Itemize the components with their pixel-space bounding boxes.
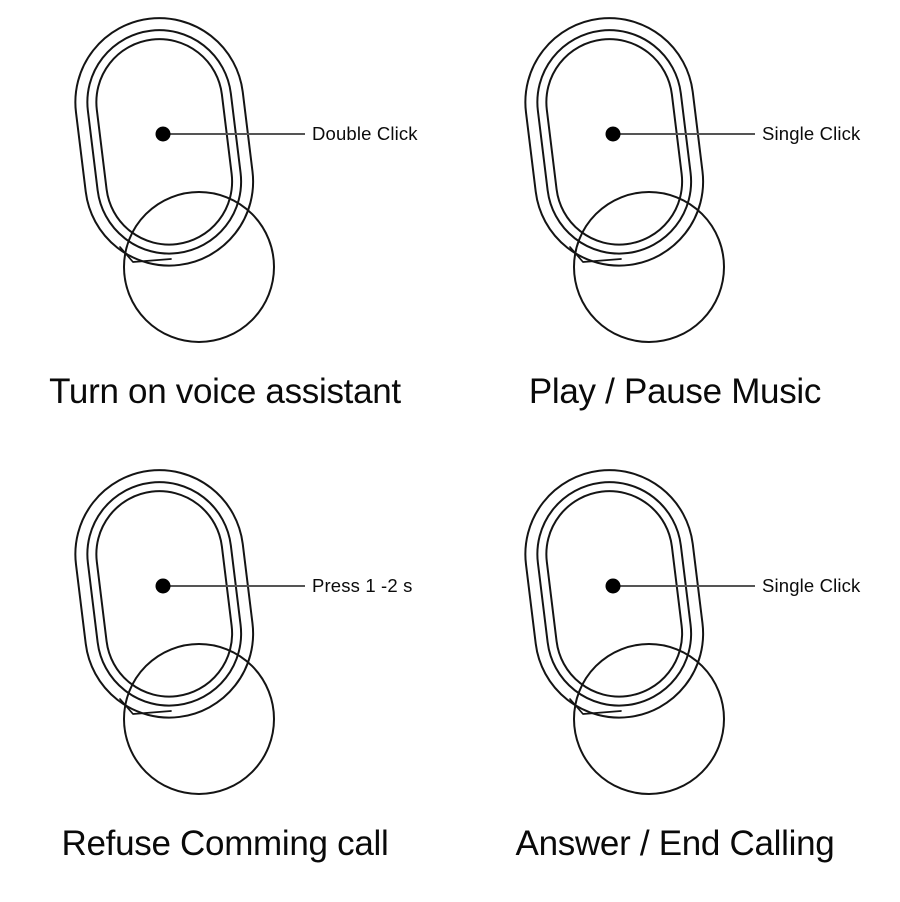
earbud-line-art-icon (74, 17, 305, 343)
earbud-line-art-icon (524, 469, 755, 795)
control-panel-voice-assistant: Double Click Turn on voice assistant (0, 0, 450, 450)
callout-label-refuse-call: Press 1 -2 s (312, 575, 413, 596)
earbud-inner-touch-surface-outline (545, 38, 684, 246)
earbud-nozzle-seam (569, 246, 622, 263)
earbud-line-art-icon (524, 17, 755, 343)
callout-label-answer-end-call: Single Click (762, 575, 861, 596)
earbud-line-art-icon (74, 469, 305, 795)
earbud-nozzle-seam (119, 698, 172, 715)
control-panel-answer-end-call: Single Click Answer / End Calling (450, 452, 900, 902)
caption-answer-end-call: Answer / End Calling (515, 824, 835, 863)
touch-point-dot-icon[interactable] (155, 578, 171, 594)
earbud-mid-shell-outline (86, 481, 243, 707)
earbud-mid-shell-outline (536, 481, 693, 707)
caption-refuse-call: Refuse Comming call (61, 824, 389, 863)
earbud-outer-shell-outline (524, 17, 705, 267)
caption-play-pause: Play / Pause Music (528, 372, 822, 411)
earbud-inner-touch-surface-outline (545, 490, 684, 698)
control-panel-refuse-call: Press 1 -2 s Refuse Comming call (0, 452, 450, 902)
control-panel-play-pause: Single Click Play / Pause Music (450, 0, 900, 450)
earbud-ear-tip-icon (123, 191, 275, 343)
earbud-nozzle-seam (119, 246, 172, 263)
callout-label-play-pause: Single Click (762, 123, 861, 144)
earbud-inner-touch-surface-outline (95, 490, 234, 698)
earbud-outer-shell-outline (524, 469, 705, 719)
earbud-mid-shell-outline (86, 29, 243, 255)
earbud-ear-tip-icon (573, 191, 725, 343)
callout-label-voice-assistant: Double Click (312, 123, 418, 144)
touch-point-dot-icon[interactable] (605, 126, 621, 142)
caption-voice-assistant: Turn on voice assistant (49, 372, 401, 411)
earbud-nozzle-seam (569, 698, 622, 715)
earbud-mid-shell-outline (536, 29, 693, 255)
touch-point-dot-icon[interactable] (605, 578, 621, 594)
earbud-ear-tip-icon (573, 643, 725, 795)
touch-point-dot-icon[interactable] (155, 126, 171, 142)
earbud-ear-tip-icon (123, 643, 275, 795)
earbud-outer-shell-outline (74, 469, 255, 719)
earbud-inner-touch-surface-outline (95, 38, 234, 246)
earbud-outer-shell-outline (74, 17, 255, 267)
